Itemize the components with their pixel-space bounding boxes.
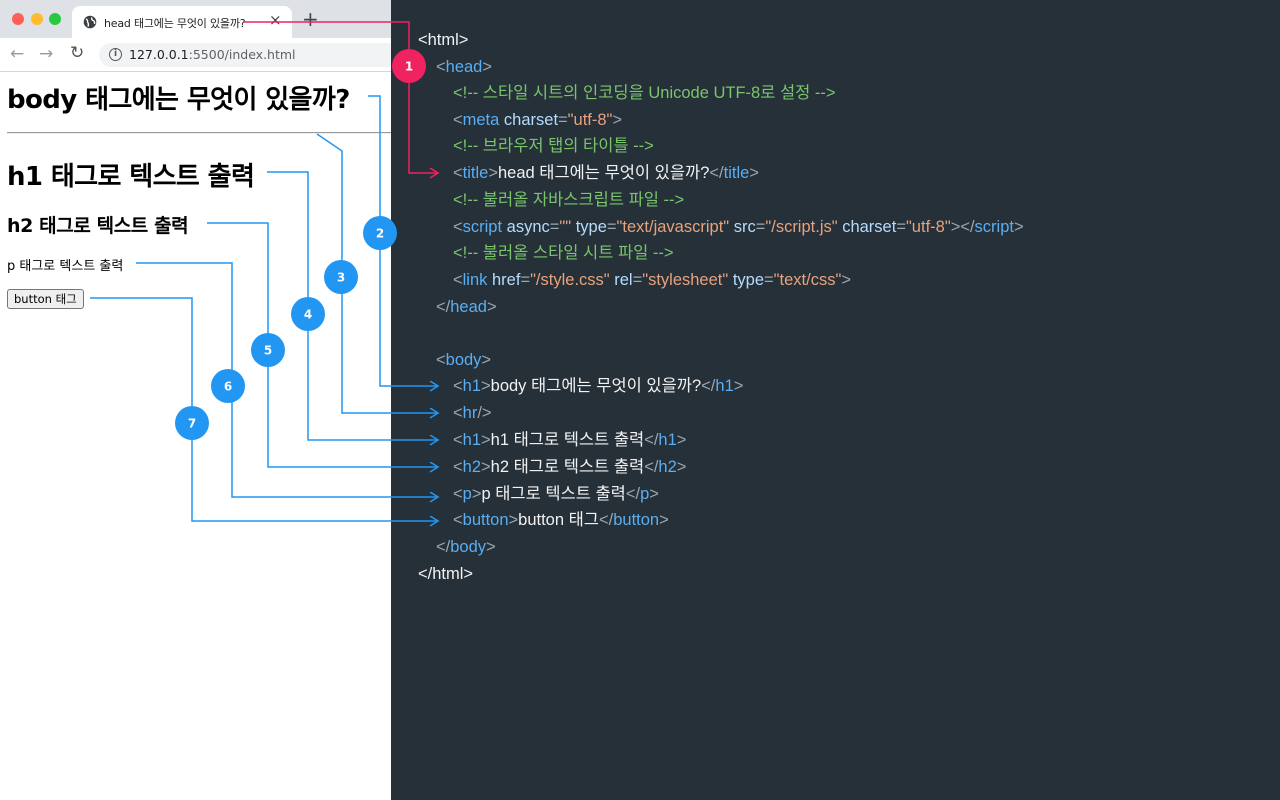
code-line-script: <script async="" type="text/javascript" … [453,218,1024,236]
close-tab-icon[interactable]: × [269,11,282,29]
code-line-html-open: <html> [418,30,468,50]
browser-tab[interactable]: head 태그에는 무엇이 있을까? × [72,6,292,38]
url-path: :5500/index.html [188,47,296,62]
rendered-hr [7,132,391,134]
tab-bar: head 태그에는 무엇이 있을까? × + [0,0,391,38]
code-head-tag: head [445,58,483,76]
browser-toolbar: ← → ↻ i 127.0.0.1:5500/index.html [0,38,391,72]
code-title-text: head 태그에는 무엇이 있을까? [497,164,710,182]
code-script-value-type: "text/javascript" [616,218,730,236]
page-content: body 태그에는 무엇이 있을까? h1 태그로 텍스트 출력 h2 태그로 … [0,73,391,800]
code-body-close-tag: body [450,538,487,556]
code-meta-value: "utf-8" [567,111,613,129]
code-link-value-href: "/style.css" [530,271,610,289]
code-meta-attr: charset [503,111,559,129]
code-h2-close-tag: h2 [658,458,677,476]
code-line-body-close: </body> [436,538,496,556]
code-comment-script: <!-- 불러올 자바스크립트 파일 --> [453,191,685,209]
code-line-button: <button>button 태그</button> [453,511,669,529]
code-line-h1: <h1>h1 태그로 텍스트 출력</h1> [453,431,687,449]
info-icon[interactable]: i [109,48,122,61]
tab-title: head 태그에는 무엇이 있을까? [104,17,246,30]
code-line-p: <p>p 태그로 텍스트 출력</p> [453,485,659,503]
code-line-head-close: </head> [436,298,497,316]
rendered-paragraph: p 태그로 텍스트 출력 [7,259,124,274]
code-script-attr-charset: charset [842,218,897,236]
code-line-head-open: <head> [436,58,492,76]
code-meta-tag: meta [462,111,500,129]
code-p-close-tag: p [640,485,650,503]
code-panel: <html> <head> <!-- 스타일 시트의 인코딩을 Unicode … [391,0,1280,800]
url-text: 127.0.0.1:5500/index.html [129,47,296,62]
code-h1b-close-tag: h1 [658,431,677,449]
code-script-value-async: "" [559,218,572,236]
code-link-attr-rel: rel [614,271,633,289]
code-link-value-rel: "stylesheet" [642,271,729,289]
code-line-hr: <hr/> [453,404,492,422]
minimize-window-button[interactable] [31,13,43,25]
address-bar[interactable]: i 127.0.0.1:5500/index.html [99,43,391,67]
code-comment-stylesheet: <!-- 불러올 스타일 시트 파일 --> [453,244,674,262]
code-p-text: p 태그로 텍스트 출력 [481,485,626,503]
code-html-close: </html> [418,565,474,583]
code-link-value-type: "text/css" [773,271,842,289]
browser-window: head 태그에는 무엇이 있을까? × + ← → ↻ i 127.0.0.1… [0,0,391,800]
code-script-close-tag: script [974,218,1014,236]
code-h2-tag: h2 [462,458,481,476]
rendered-button[interactable]: button 태그 [7,289,84,309]
code-hr-tag: hr [462,404,478,422]
code-title-tag: title [462,164,489,182]
rendered-h1-heading: h1 태그로 텍스트 출력 [7,162,255,192]
code-line-title: <title>head 태그에는 무엇이 있을까?</title> [453,164,759,182]
code-line-meta: <meta charset="utf-8"> [453,111,623,129]
globe-icon [83,15,97,29]
code-h1b-text: h1 태그로 텍스트 출력 [490,431,645,449]
code-script-value-src: "/script.js" [765,218,838,236]
code-h1a-text: body 태그에는 무엇이 있을까? [490,377,702,395]
code-line-html-close: </html> [418,564,473,584]
back-arrow-icon[interactable]: ← [10,44,25,64]
code-line-h1-body: <h1>body 태그에는 무엇이 있을까?</h1> [453,377,744,395]
code-script-attr-async: async [506,218,550,236]
code-link-attr-href: href [492,271,521,289]
code-p-tag: p [462,485,472,503]
code-link-attr-type: type [732,271,765,289]
url-host: 127.0.0.1 [129,47,189,62]
code-line-h2: <h2>h2 태그로 텍스트 출력</h2> [453,458,687,476]
code-html-open: <html> [418,31,469,49]
code-h2-text: h2 태그로 텍스트 출력 [490,458,645,476]
rendered-h2-heading: h2 태그로 텍스트 출력 [7,215,189,237]
code-h1a-close-tag: h1 [715,377,734,395]
code-comment-title: <!-- 브라우저 탭의 타이틀 --> [453,137,654,155]
code-script-attr-src: src [733,218,756,236]
code-line-link: <link href="/style.css" rel="stylesheet"… [453,271,851,289]
code-link-tag: link [462,271,488,289]
new-tab-icon[interactable]: + [302,7,319,31]
code-script-attr-type: type [575,218,607,236]
code-button-text: button 태그 [518,511,599,529]
code-body-tag: body [445,351,482,369]
code-button-close-tag: button [613,511,660,529]
maximize-window-button[interactable] [49,13,61,25]
forward-arrow-icon[interactable]: → [39,44,54,64]
code-h1a-tag: h1 [462,377,481,395]
code-comment-encoding: <!-- 스타일 시트의 인코딩을 Unicode UTF-8로 설정 --> [453,84,836,102]
code-h1b-tag: h1 [462,431,481,449]
code-head-close-tag: head [450,298,487,316]
close-window-button[interactable] [12,13,24,25]
rendered-h1-body-heading: body 태그에는 무엇이 있을까? [7,85,350,115]
code-script-tag: script [462,218,503,236]
code-line-body-open: <body> [436,351,492,369]
code-script-value-charset: "utf-8" [905,218,951,236]
code-button-tag: button [462,511,509,529]
code-title-close-tag: title [723,164,750,182]
reload-icon[interactable]: ↻ [70,43,85,63]
